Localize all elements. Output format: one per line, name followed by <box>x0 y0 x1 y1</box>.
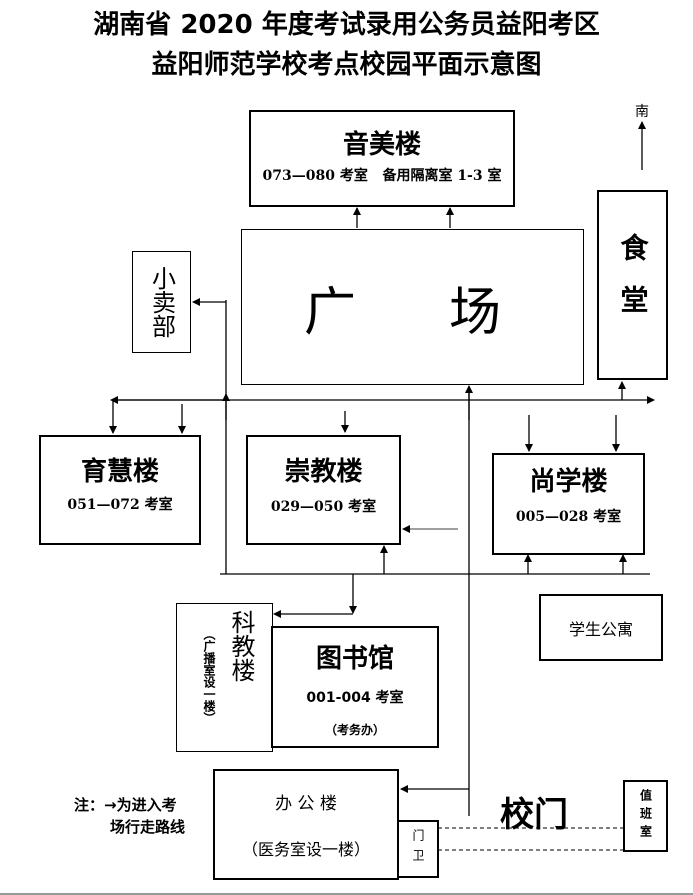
building-kejiao[interactable]: 科教楼 （广播室设一楼） <box>176 603 273 752</box>
building-canteen[interactable]: 食堂 <box>597 190 668 380</box>
map-title-line2: 益阳师范学校考点校园平面示意图 <box>151 50 542 80</box>
building-library[interactable]: 图书馆 001-004 考室 （考务办） <box>271 626 439 748</box>
legend-line1: 注：→为进入考 <box>74 796 177 814</box>
building-name: 尚学楼 <box>529 467 608 497</box>
building-office[interactable]: 办 公 楼 （医务室设一楼） <box>213 769 399 880</box>
building-dormitory[interactable]: 学生公寓 <box>539 594 663 661</box>
building-rooms: 005—028 考室 <box>515 509 622 525</box>
building-note: （广播室设一楼） <box>202 628 216 724</box>
building-note: （医务室设一楼） <box>241 840 370 859</box>
building-rooms: 001-004 考室 <box>306 690 404 706</box>
building-rooms: 051—072 考室 <box>67 497 173 513</box>
building-name: 音美楼 <box>342 130 421 160</box>
building-guardhouse[interactable]: 门卫 <box>397 820 439 878</box>
building-name: 育慧楼 <box>80 457 159 487</box>
building-rooms: 029—050 考室 <box>270 499 377 515</box>
building-name: 崇教楼 <box>284 457 363 487</box>
building-shop[interactable]: 小卖部 <box>132 251 191 353</box>
duty-room-name: 值班室 <box>638 789 653 843</box>
building-rooms: 073—080 考室 备用隔离室 1-3 室 <box>262 168 502 184</box>
plaza-name: 广 场 <box>303 282 522 343</box>
bottom-border <box>0 893 693 895</box>
building-chongjiao[interactable]: 崇教楼 029—050 考室 <box>246 435 401 545</box>
plaza[interactable]: 广 场 <box>241 229 584 385</box>
building-name: 图书馆 <box>315 644 394 674</box>
guardhouse-name: 门卫 <box>411 829 425 869</box>
building-name: 科教楼 <box>227 610 255 682</box>
map-title-line1: 湖南省 2020 年度考试录用公务员益阳考区 <box>93 10 600 40</box>
shop-name: 小卖部 <box>147 266 176 338</box>
building-shangxue[interactable]: 尚学楼 005—028 考室 <box>492 453 645 555</box>
building-yinmei[interactable]: 音美楼 073—080 考室 备用隔离室 1-3 室 <box>249 110 515 207</box>
school-gate-label: 校门 <box>500 795 568 835</box>
building-note: （考务办） <box>324 723 385 737</box>
building-yuhui[interactable]: 育慧楼 051—072 考室 <box>39 435 201 545</box>
building-name: 办 公 楼 <box>275 794 337 814</box>
dormitory-name: 学生公寓 <box>568 619 633 639</box>
canteen-name: 食堂 <box>616 233 650 337</box>
compass-south-label: 南 <box>635 104 649 120</box>
building-duty-room[interactable]: 值班室 <box>623 780 668 852</box>
legend-line2: 场行走路线 <box>110 818 186 836</box>
